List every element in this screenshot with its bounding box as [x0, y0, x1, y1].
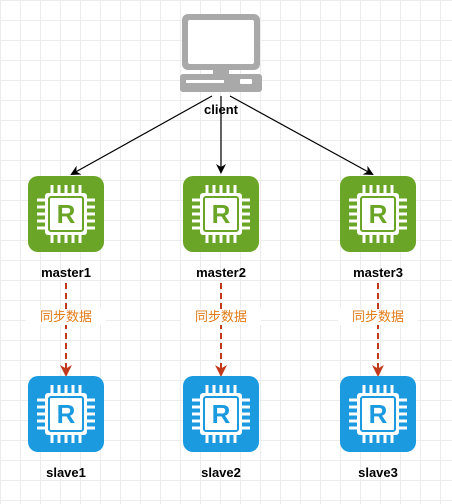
- svg-text:R: R: [57, 199, 76, 229]
- redis-icon: R: [340, 376, 416, 452]
- redis-icon: R: [28, 376, 104, 452]
- redis-icon: R: [28, 176, 104, 252]
- svg-text:R: R: [57, 399, 76, 429]
- svg-text:R: R: [212, 399, 231, 429]
- svg-text:R: R: [369, 199, 388, 229]
- slave3-label: slave3: [358, 465, 398, 480]
- client-label: client: [204, 102, 238, 117]
- master2-label: master2: [196, 265, 246, 280]
- redis-icon: R: [183, 376, 259, 452]
- redis-icon: R: [183, 176, 259, 252]
- sync-label-1: 同步数据: [26, 309, 106, 325]
- sync-label-3: 同步数据: [338, 309, 418, 325]
- sync-label-2: 同步数据: [181, 309, 261, 325]
- slave1-label: slave1: [46, 465, 86, 480]
- master3-label: master3: [353, 265, 403, 280]
- slave2-label: slave2: [201, 465, 241, 480]
- svg-text:R: R: [369, 399, 388, 429]
- redis-icon: R: [340, 176, 416, 252]
- edge-client-master1: [70, 95, 213, 175]
- edge-client-master3: [229, 95, 374, 175]
- svg-text:R: R: [212, 199, 231, 229]
- desktop-computer-icon: [180, 14, 262, 92]
- master1-label: master1: [41, 265, 91, 280]
